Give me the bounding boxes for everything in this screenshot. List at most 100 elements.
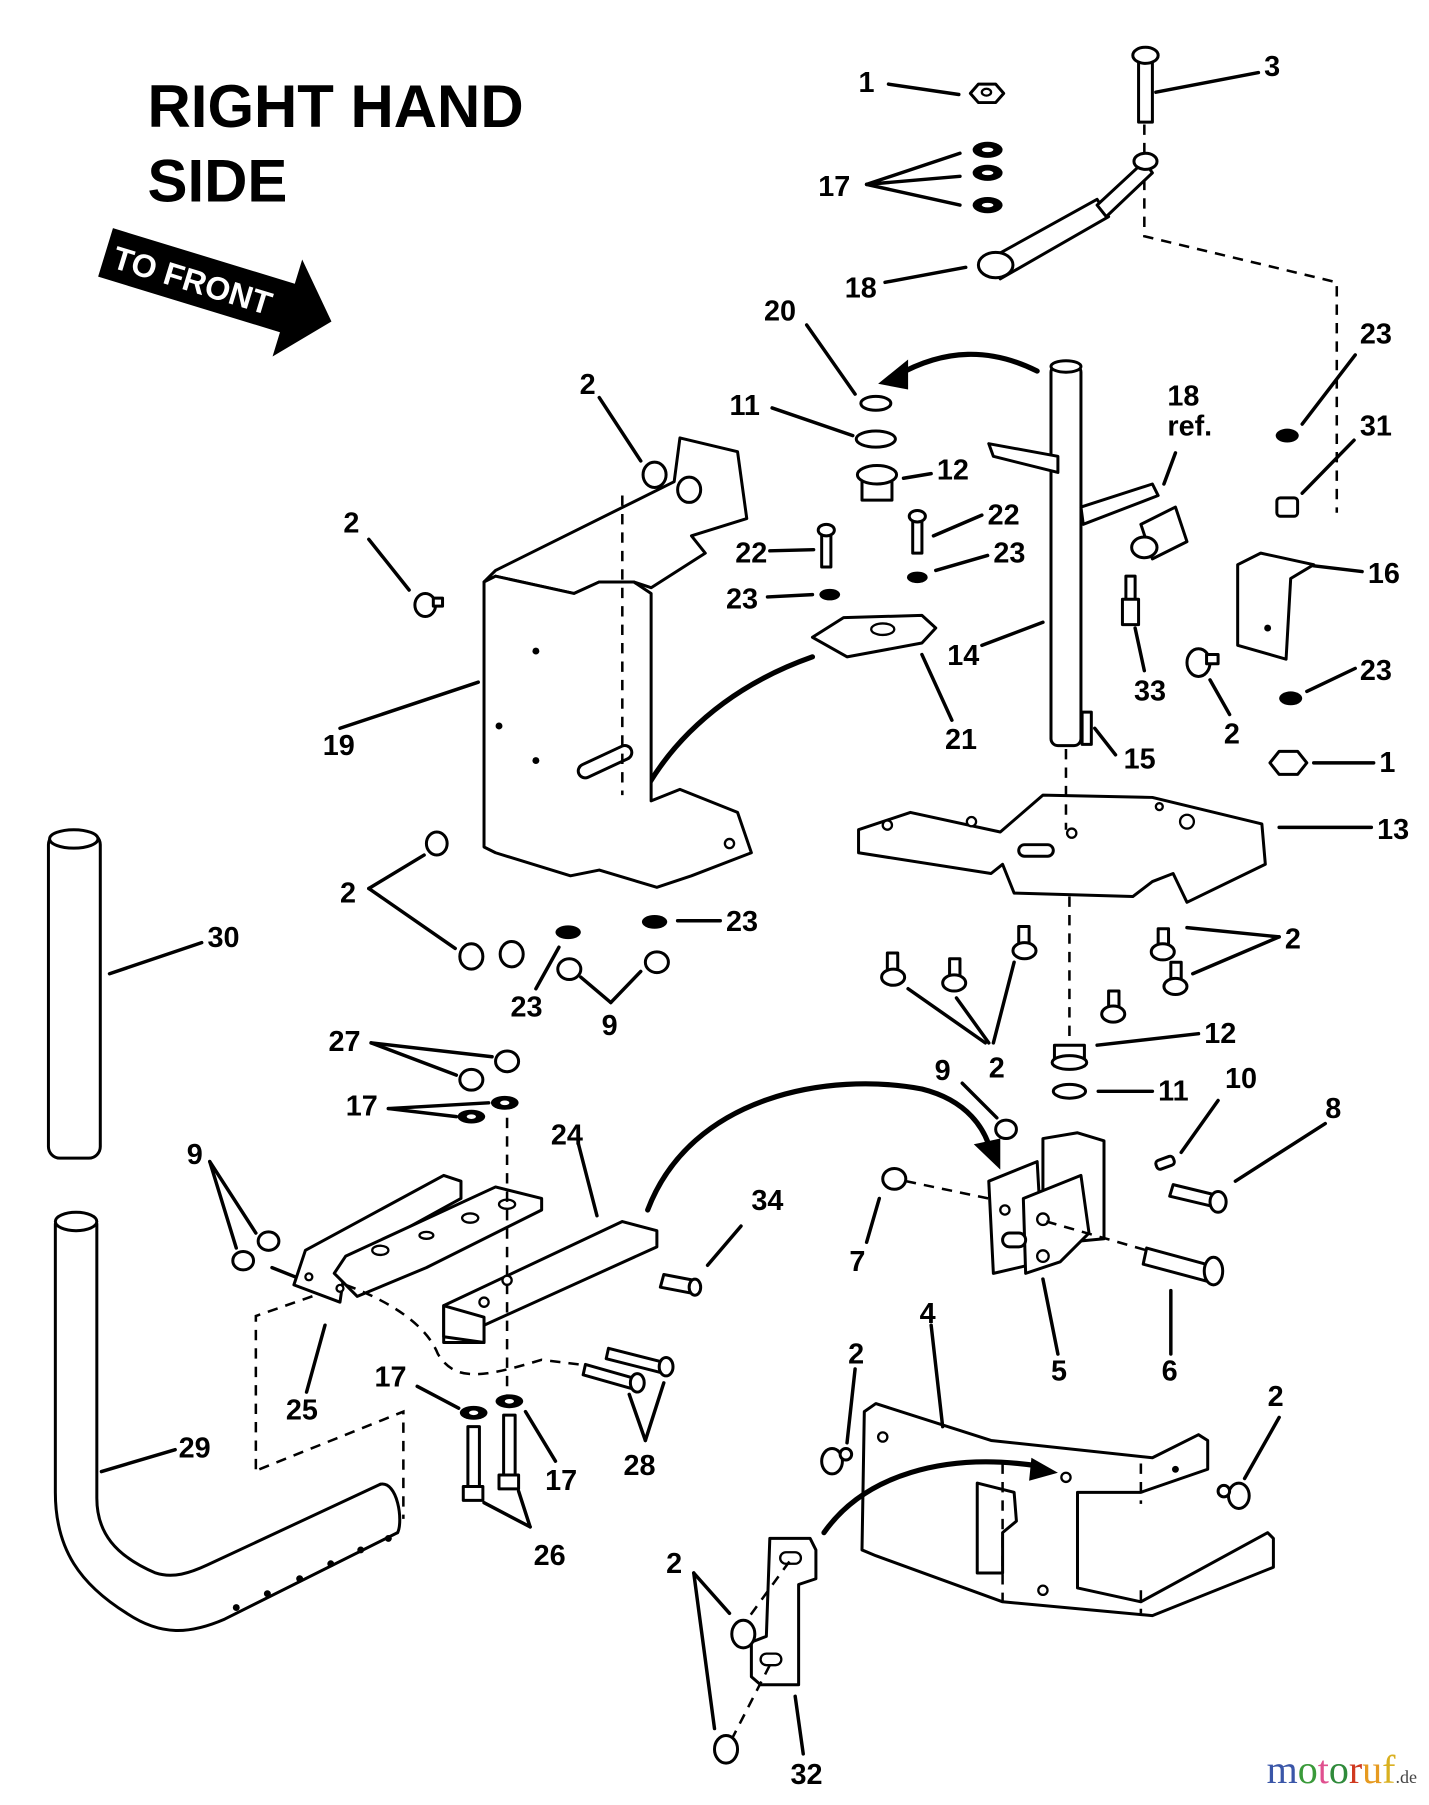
callout-33: 33 (1134, 676, 1166, 708)
callout-11-lower: 11 (1158, 1076, 1188, 1108)
bolts-28 (581, 1346, 675, 1394)
callout-13: 13 (1377, 814, 1409, 846)
callout-20: 20 (764, 295, 796, 327)
callout-27: 27 (328, 1026, 360, 1058)
bracket-19 (482, 436, 753, 889)
pin-34 (658, 1273, 703, 1297)
watermark-letter: m (1266, 1747, 1298, 1792)
callout-1b: 1 (1379, 747, 1395, 779)
callout-23-d: 23 (1360, 655, 1392, 687)
bracket-32 (749, 1536, 818, 1687)
washers-17-lower (459, 1394, 524, 1420)
title-line-1: RIGHT HAND (148, 73, 524, 140)
callout-2-h: 2 (1268, 1381, 1284, 1413)
callout-18: 18 (845, 272, 877, 304)
screws-2-under-plate (880, 925, 1189, 1024)
callout-2-f: 2 (1285, 923, 1301, 955)
callout-17-lower-left: 17 (375, 1361, 407, 1393)
callout-25: 25 (286, 1395, 318, 1427)
bolt-3 (1131, 45, 1160, 124)
callout-21: 21 (945, 724, 977, 756)
callout-3: 3 (1264, 51, 1280, 83)
callout-9-center: 9 (602, 1010, 618, 1042)
callout-26: 26 (534, 1540, 566, 1572)
bushing-12-lower (1050, 1043, 1089, 1071)
callout-23-a: 23 (993, 537, 1025, 569)
nut-9-right (994, 1118, 1018, 1141)
arrow-head (878, 359, 909, 390)
callout-4: 4 (920, 1298, 936, 1330)
callout-17-top: 17 (818, 171, 850, 203)
callout-9-right: 9 (935, 1055, 951, 1087)
to-front-label: TO FRONT (109, 239, 277, 322)
screw-2-right-upper (1185, 647, 1220, 678)
callout-30: 30 (207, 922, 239, 954)
post-30 (46, 828, 102, 1160)
bolt-22-right (907, 509, 927, 555)
washer-23-f (641, 914, 668, 929)
ref-note: ref. (1167, 411, 1212, 443)
bolt-22-left (816, 522, 836, 569)
screw-2-plate-right (1216, 1481, 1251, 1510)
callout-8: 8 (1325, 1093, 1341, 1125)
nuts-9-left (231, 1230, 281, 1272)
callout-23-f: 23 (726, 906, 758, 938)
callout-15: 15 (1124, 744, 1156, 776)
callout-2-a: 2 (580, 369, 596, 401)
bracket-25 (292, 1173, 544, 1304)
nut-31 (1275, 496, 1300, 518)
washer-23-e (555, 925, 581, 940)
guard-plate-4 (860, 1402, 1275, 1618)
callout-2-i: 2 (666, 1548, 682, 1580)
callout-1a: 1 (859, 67, 875, 99)
nut-7 (881, 1167, 908, 1191)
watermark-letter: o (1328, 1747, 1349, 1792)
callout-10: 10 (1225, 1063, 1257, 1095)
callout-5: 5 (1051, 1356, 1067, 1388)
hex-nut-1-top (968, 82, 1006, 105)
arrow-head (973, 1138, 1001, 1170)
pin-15 (1080, 710, 1093, 746)
shock-end-18-ref (1130, 505, 1189, 561)
callout-9-left: 9 (187, 1139, 203, 1171)
callout-7: 7 (849, 1246, 865, 1278)
callout-23-c: 23 (1360, 318, 1392, 350)
washers-17-left (457, 1095, 519, 1124)
plate-21 (810, 613, 938, 659)
washer-23-a (906, 571, 928, 584)
pivot-bracket-5 (987, 1131, 1106, 1275)
callout-2-d: 2 (1224, 718, 1240, 750)
callout-19: 19 (323, 730, 355, 762)
callout-22-left: 22 (735, 537, 767, 569)
screws-2-bracket-32 (713, 1618, 757, 1765)
watermark-suffix: .de (1395, 1767, 1418, 1787)
watermark-letter: r (1348, 1747, 1363, 1792)
callout-17-left: 17 (346, 1090, 378, 1122)
callout-16: 16 (1368, 558, 1400, 590)
steering-shaft-14 (987, 359, 1160, 748)
screw-2-plate-left (820, 1447, 854, 1476)
watermark-letter: o (1297, 1747, 1318, 1792)
washer-20 (859, 394, 893, 412)
callout-28: 28 (623, 1450, 655, 1482)
washer-23-c (1275, 428, 1299, 443)
callout-31: 31 (1360, 411, 1392, 443)
callout-2-g: 2 (848, 1338, 864, 1370)
tube-24 (442, 1220, 659, 1345)
washer-11-lower (1051, 1082, 1088, 1100)
nuts-9-center (556, 950, 670, 982)
title-line-2: SIDE (148, 148, 288, 215)
washers-17-top (972, 141, 1003, 214)
washer-23-d (1279, 691, 1303, 706)
plate-13 (857, 793, 1267, 904)
watermark-letter: f (1382, 1747, 1396, 1792)
callout-2-c: 2 (340, 877, 356, 909)
bracket-16 (1236, 551, 1316, 661)
callout-17-lower-right: 17 (545, 1465, 577, 1497)
stud-33 (1120, 574, 1141, 627)
washer-11-upper (854, 429, 897, 449)
callout-34: 34 (751, 1185, 783, 1217)
hex-nut-1-right (1268, 749, 1309, 776)
